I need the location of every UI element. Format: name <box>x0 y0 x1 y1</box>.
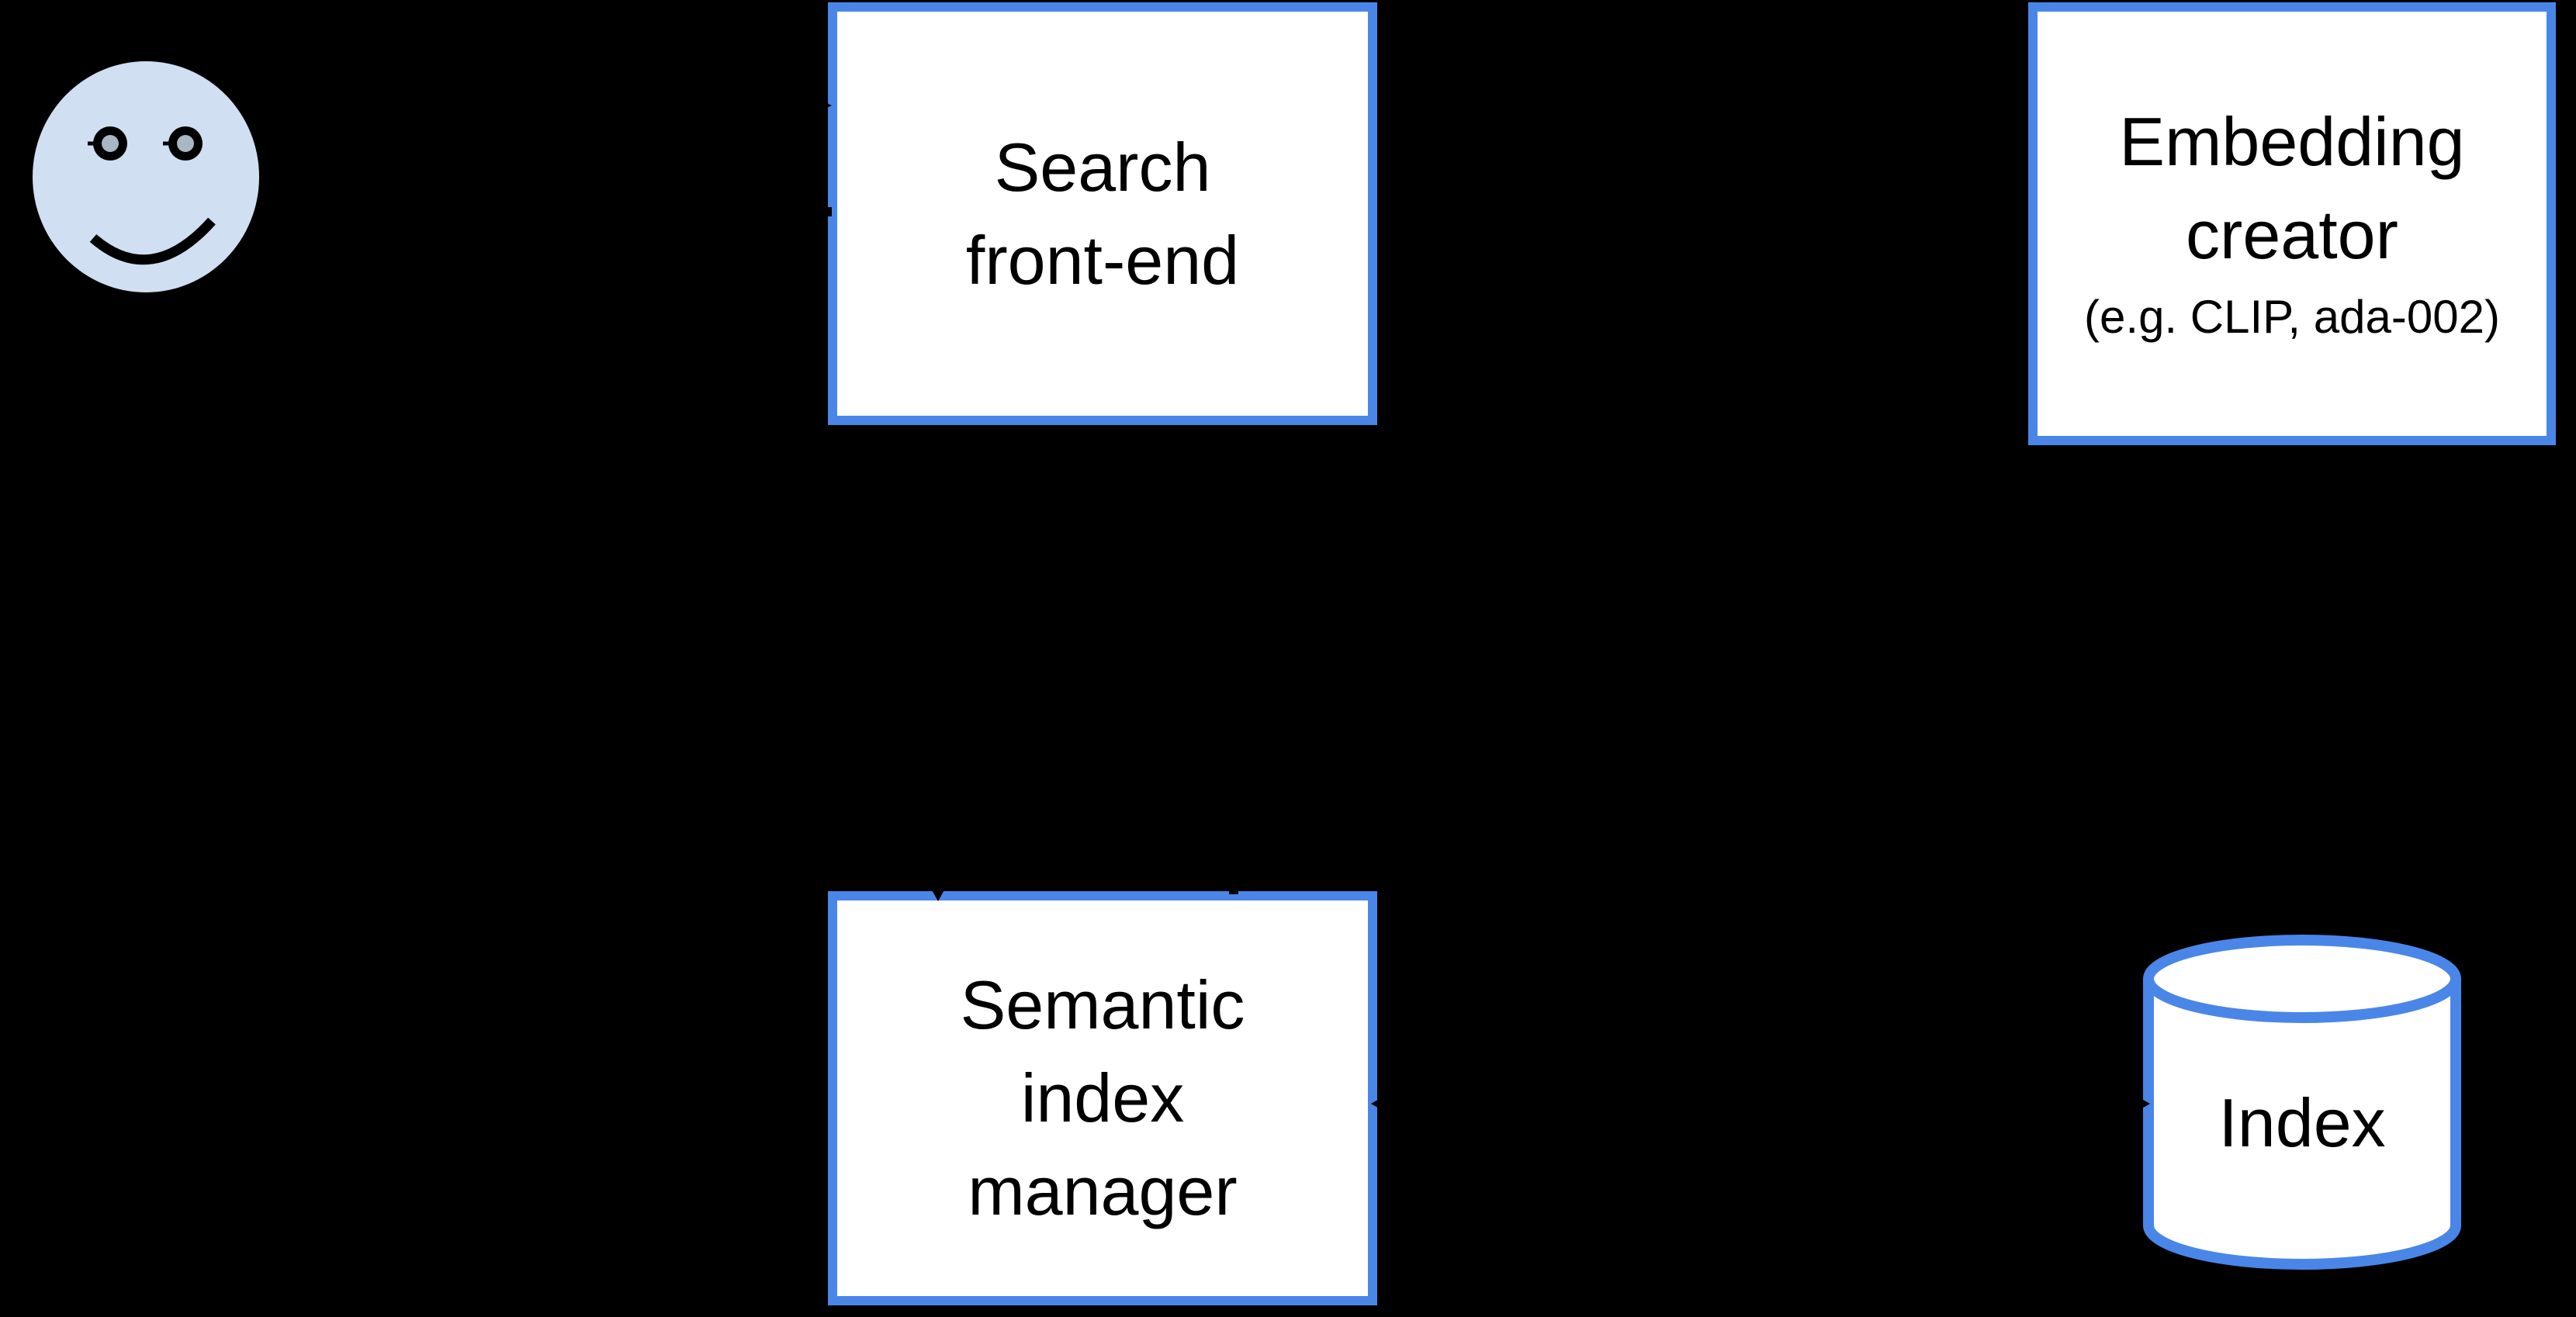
arrow-user-to-search <box>372 93 832 118</box>
search-frontend-label-line1: Search <box>994 128 1211 206</box>
cylinder-top <box>2143 935 2461 1023</box>
smiley-left-pupil <box>102 135 119 152</box>
cylinder-body <box>2143 979 2461 1270</box>
node-semantic-index-manager: Semantic index manager <box>828 891 1377 1305</box>
node-embedding-creator: Embedding creator (e.g. CLIP, ada-002) <box>2028 2 2556 445</box>
arrow-search-to-semantic <box>923 473 954 901</box>
smiley-right-pupil <box>177 135 194 152</box>
semantic-index-manager-label-line1: Semantic <box>960 966 1245 1043</box>
embedding-creator-label-line2: creator <box>2186 195 2398 273</box>
search-frontend-label-line2: front-end <box>965 221 1240 299</box>
embedding-creator-label-line1: Embedding <box>2119 102 2465 180</box>
node-search-frontend: Search front-end <box>828 2 1377 425</box>
node-index-cylinder <box>2143 935 2461 1270</box>
index-label: Index <box>2218 1084 2386 1161</box>
semantic-index-manager-label-line2: index <box>1020 1059 1185 1136</box>
smiley-smile <box>89 217 216 265</box>
user-smiley-icon <box>33 61 259 292</box>
arrow-semantic-to-search <box>1218 444 1249 894</box>
arrow-semantic-index-bidirectional <box>1371 1088 2150 1119</box>
arrow-search-to-user <box>358 199 832 224</box>
semantic-index-manager-label-line3: manager <box>968 1153 1238 1229</box>
embedding-creator-subtitle: (e.g. CLIP, ada-002) <box>2084 290 2500 343</box>
